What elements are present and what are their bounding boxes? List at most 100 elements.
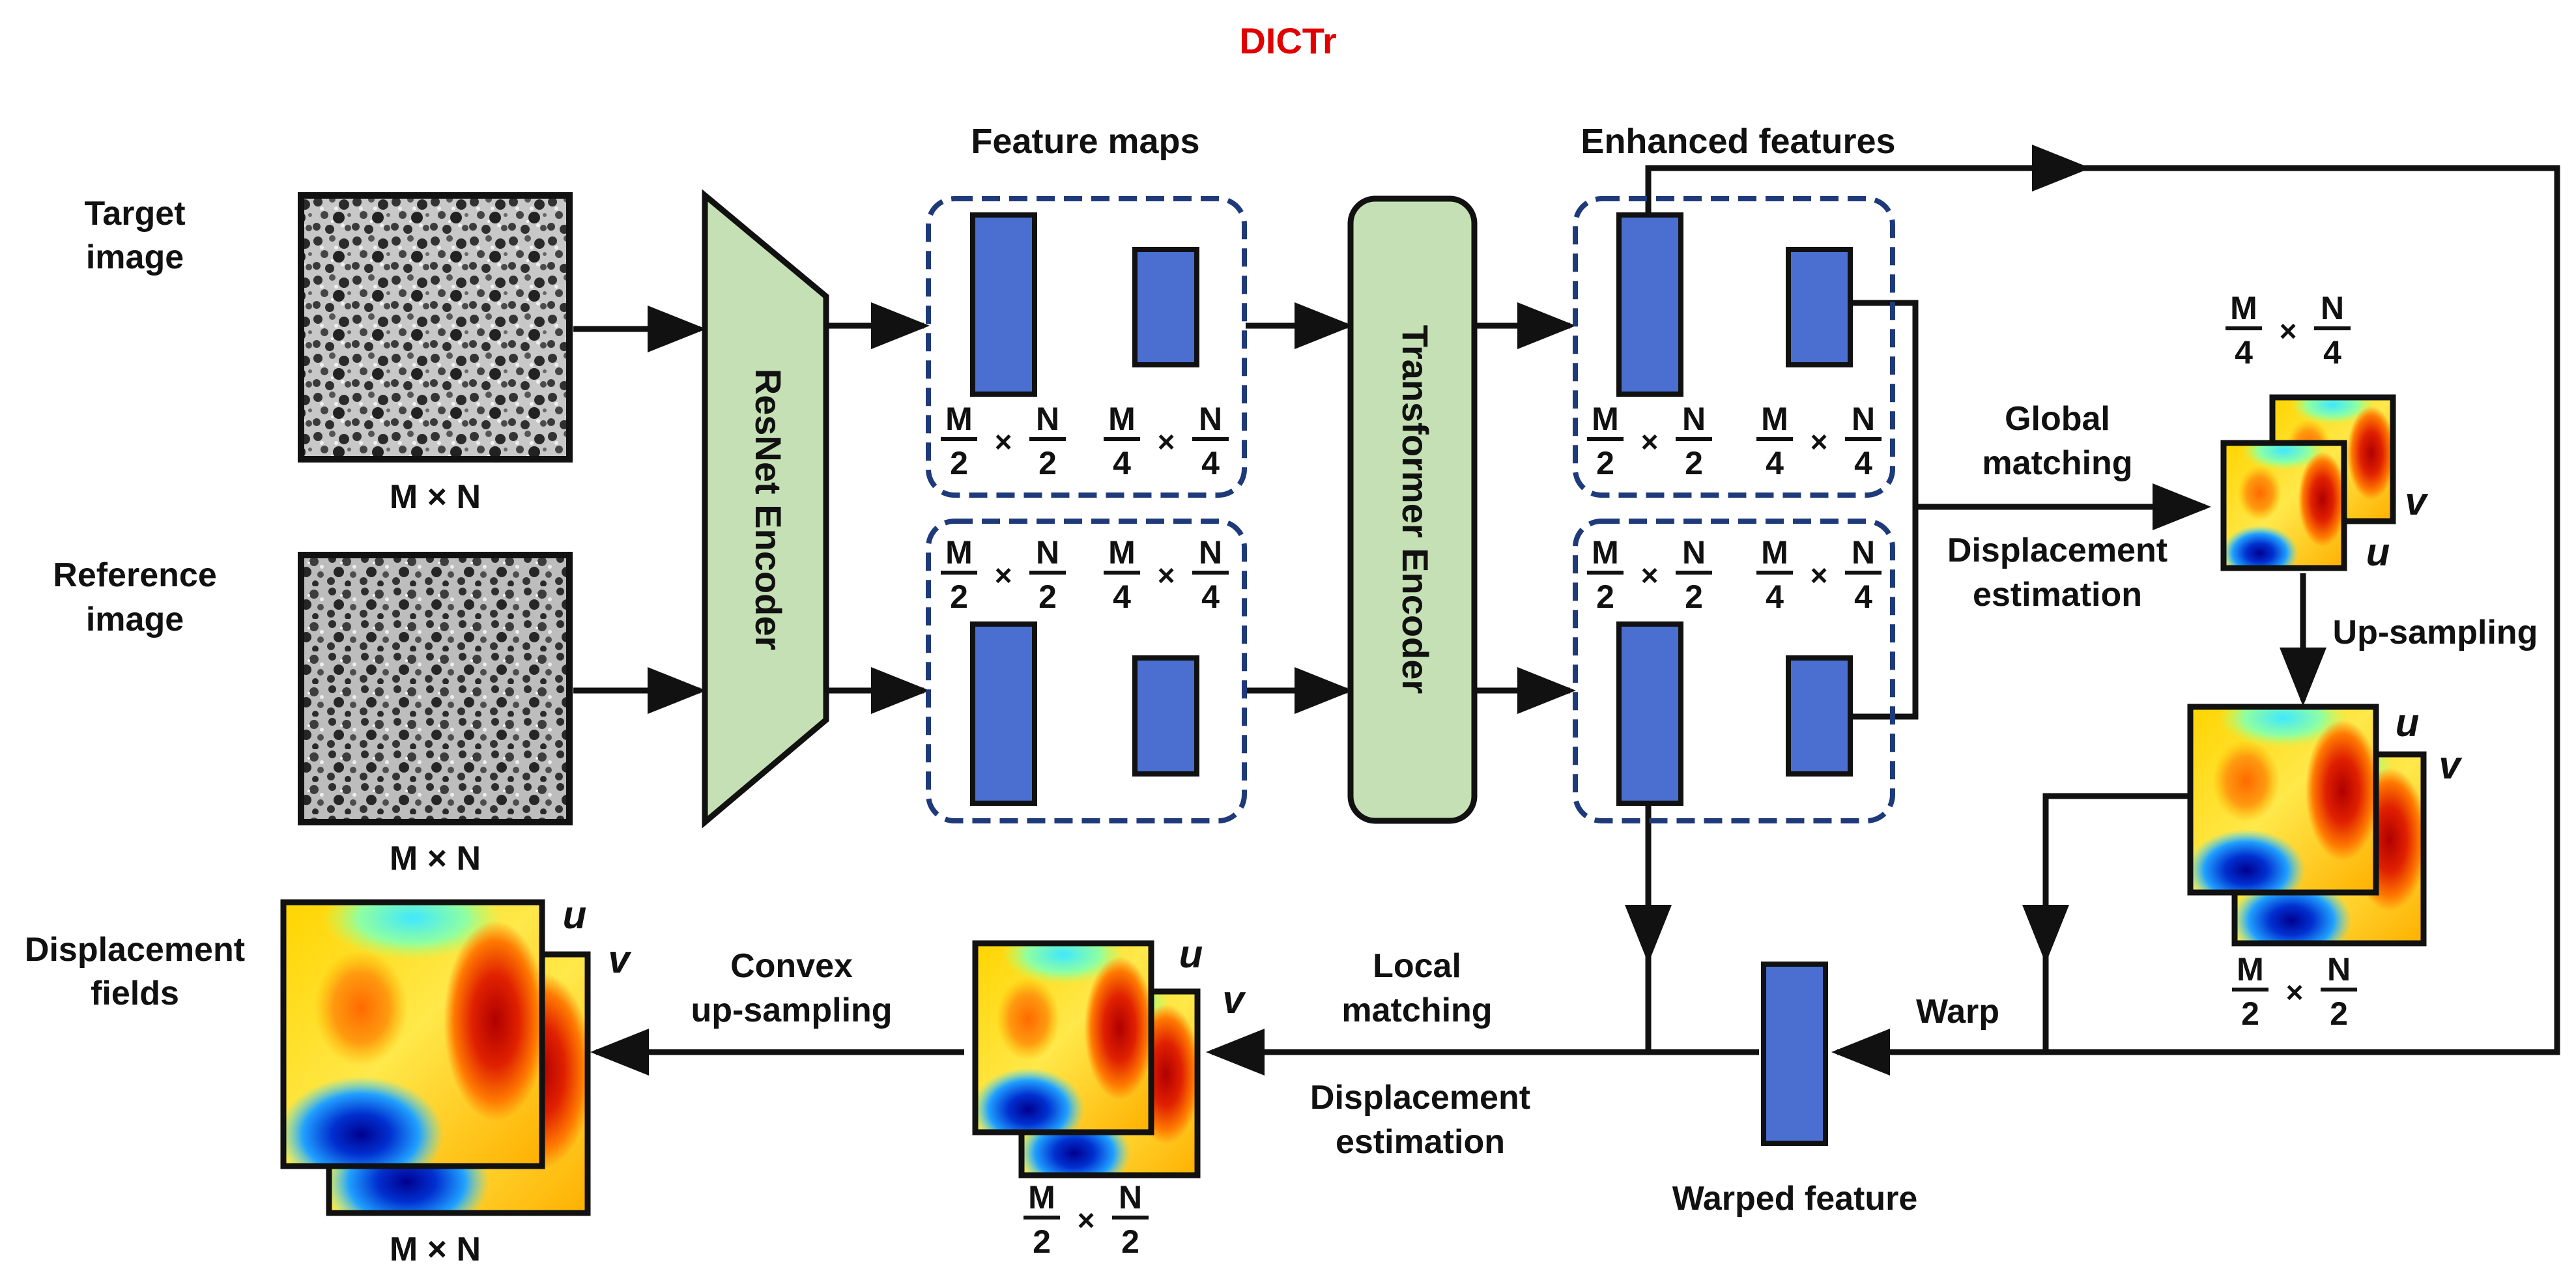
ef-bottom-half-denominator-n: 2	[1685, 578, 1703, 615]
ef-bottom-quarter-numerator-m: M	[1761, 534, 1788, 571]
ef-bottom-half-numerator-n: N	[1682, 534, 1706, 571]
warped-feature-label: Warped feature	[1672, 1180, 1918, 1218]
half-map-right-dim-denominator-m: 2	[2241, 995, 2259, 1032]
warp-line	[2042, 793, 2189, 1052]
ef-bottom-quarter-times: ×	[1810, 558, 1828, 592]
half-map-bottom-dim-denominator-n: 2	[1121, 1223, 1139, 1260]
displacement-fields-label-2: fields	[91, 975, 179, 1012]
displacement-estimation-top-label-1: Displacement	[1947, 532, 2168, 569]
ef-top-quarter-times: ×	[1810, 425, 1828, 459]
fm-bottom-quarter-denominator-m: 4	[1113, 578, 1131, 615]
half-map-right-dim-numerator-n: N	[2327, 951, 2351, 988]
ef-bottom-quarter-numerator-n: N	[1852, 534, 1875, 571]
half-displacement-u-map-bottom	[972, 940, 1154, 1135]
skip-connection-line	[1645, 165, 2560, 1055]
ef-top-quarter-denominator-n: 4	[1854, 445, 1872, 481]
global-matching-bracket	[1847, 300, 1919, 720]
half-map-bottom-dim-numerator-m: M	[1028, 1179, 1055, 1216]
fm-top-quarter-denominator-m: 4	[1113, 445, 1131, 481]
enhanced-features-top-box	[1573, 196, 1895, 498]
target-image-label-2: image	[86, 238, 184, 276]
quarter-map-dim-denominator-m: 4	[2235, 334, 2253, 371]
fm-bottom-half-times: ×	[995, 558, 1012, 592]
quarter-map-u-label: u	[2366, 530, 2390, 574]
fm-bottom-quarter-numerator-n: N	[1199, 534, 1222, 571]
full-displacement-u-map	[280, 899, 545, 1169]
feature-map-quarter-bottom	[1132, 655, 1199, 777]
enhanced-feature-quarter-bottom	[1786, 655, 1853, 777]
half-map-bottom-v-label: v	[1222, 978, 1246, 1021]
target-image-dim: M × N	[390, 478, 481, 516]
half-map-bottom-dim-denominator-m: 2	[1033, 1223, 1051, 1260]
fm-bottom-half-numerator-m: M	[945, 534, 973, 571]
fm-bottom-half-numerator-n: N	[1036, 534, 1059, 571]
local-matching-label-1: Local	[1373, 947, 1461, 985]
quarter-map-v-label: v	[2405, 479, 2429, 523]
ef-bottom-half-denominator-m: 2	[1596, 578, 1614, 615]
half-map-right-u-label: u	[2396, 701, 2420, 745]
ef-top-half-denominator-m: 2	[1596, 445, 1614, 481]
target-image	[298, 192, 573, 463]
half-map-right-dim-numerator-m: M	[2237, 951, 2264, 988]
fm-top-half-times: ×	[995, 425, 1012, 459]
warped-feature-block	[1761, 962, 1828, 1146]
ef-top-quarter-numerator-m: M	[1761, 401, 1788, 437]
full-map-v-label: v	[608, 937, 632, 981]
half-map-bottom-dim-numerator-n: N	[1119, 1179, 1142, 1216]
reference-image	[298, 552, 573, 825]
global-matching-label-1: Global	[2005, 400, 2110, 438]
ef-bottom-half-times: ×	[1641, 558, 1659, 592]
up-sampling-label: Up-sampling	[2333, 614, 2538, 651]
ef-top-half-denominator-n: 2	[1685, 445, 1703, 481]
ef-top-half-numerator-n: N	[1682, 401, 1706, 437]
feature-maps-title: Feature maps	[971, 122, 1199, 161]
displacement-fields-label-1: Displacement	[25, 931, 245, 969]
fm-bottom-quarter-denominator-n: 4	[1201, 578, 1220, 615]
enhanced-features-bottom-box	[1573, 519, 1895, 823]
diagram-title: DICTr	[1239, 20, 1336, 61]
fm-top-half-denominator-n: 2	[1038, 445, 1057, 481]
ef-top-quarter-denominator-m: 4	[1766, 445, 1784, 481]
reference-image-label-2: image	[86, 601, 184, 638]
fraction-labels: M2×N2M4×N4M2×N2M4×N4M2×N2M4×N4M2×N2M4×N4…	[941, 290, 2357, 1260]
convex-up-sampling-label-1: Convex	[730, 947, 853, 985]
feature-map-half-bottom	[970, 621, 1037, 806]
transformer-encoder-label: Transformer Encoder	[1395, 325, 1436, 694]
fm-top-half-numerator-n: N	[1036, 401, 1059, 437]
displacement-estimation-bottom-label-2: estimation	[1336, 1123, 1505, 1161]
half-map-bottom-u-label: u	[1179, 932, 1203, 976]
global-matching-label-2: matching	[1982, 444, 2132, 482]
fm-bottom-quarter-numerator-m: M	[1108, 534, 1136, 571]
fm-top-half-numerator-m: M	[945, 401, 973, 437]
resnet-encoder-block	[702, 189, 829, 829]
ef-top-half-times: ×	[1641, 425, 1659, 459]
enhanced-feature-quarter-top	[1786, 247, 1853, 367]
reference-image-dim: M × N	[390, 840, 481, 877]
quarter-map-dim-times: ×	[2280, 314, 2297, 348]
full-displacement-dim: M × N	[390, 1231, 481, 1268]
feature-map-half-top	[970, 212, 1037, 397]
connector-lines	[573, 145, 2560, 1076]
quarter-map-dim-numerator-n: N	[2321, 290, 2344, 326]
quarter-map-dim-numerator-m: M	[2230, 290, 2257, 326]
feature-maps-top-box	[926, 196, 1247, 498]
resnet-encoder-label: ResNet Encoder	[748, 369, 789, 651]
local-matching-label-2: matching	[1341, 992, 1492, 1029]
ef-bottom-quarter-denominator-m: 4	[1766, 578, 1784, 615]
target-image-label-1: Target	[84, 195, 185, 233]
reference-image-label-1: Reference	[53, 556, 216, 594]
convex-up-sampling-label-2: up-sampling	[691, 992, 892, 1029]
half-map-bottom-dim-times: ×	[1078, 1203, 1095, 1237]
quarter-displacement-u-map	[2220, 440, 2347, 571]
displacement-estimation-top-label-2: estimation	[1973, 576, 2142, 614]
ef-top-quarter-numerator-n: N	[1852, 401, 1875, 437]
fm-top-quarter-numerator-m: M	[1108, 401, 1136, 437]
displacement-estimation-bottom-label-1: Displacement	[1310, 1079, 1530, 1117]
quarter-map-dim-denominator-n: 4	[2323, 334, 2341, 371]
enhanced-feature-half-top	[1616, 212, 1683, 397]
fm-bottom-quarter-times: ×	[1158, 558, 1175, 592]
enhanced-feature-half-bottom	[1616, 621, 1683, 806]
ef-top-half-numerator-m: M	[1592, 401, 1619, 437]
half-map-right-v-label: v	[2439, 743, 2463, 787]
